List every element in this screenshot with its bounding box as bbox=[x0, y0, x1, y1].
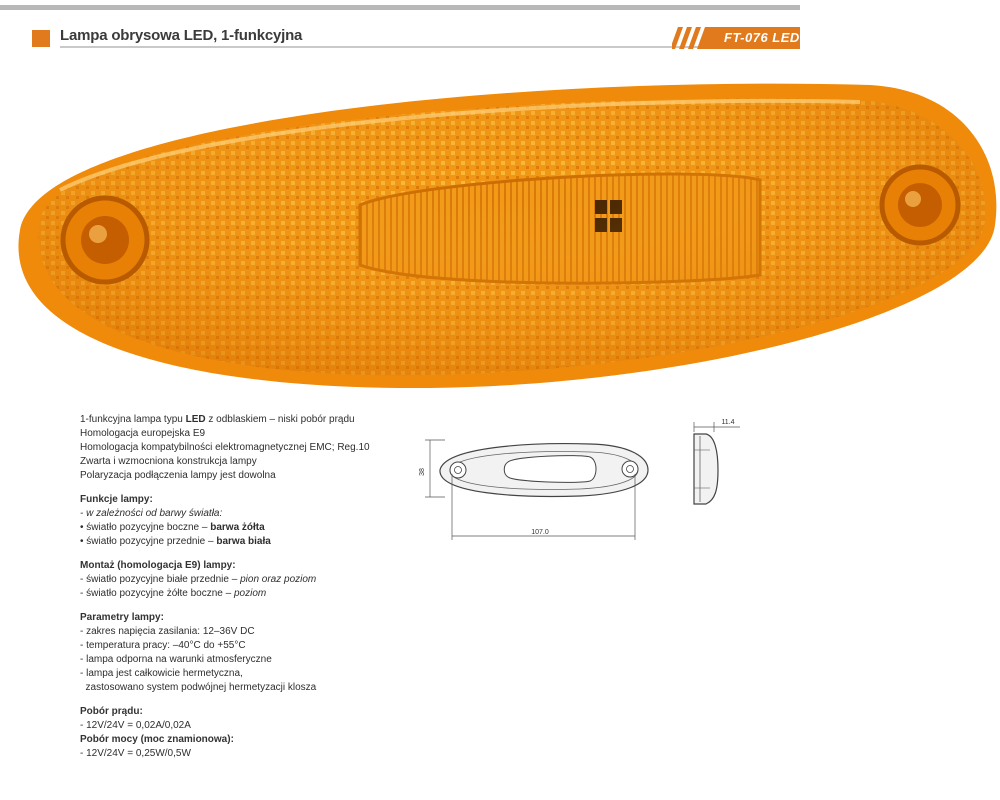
lamp-side-outline bbox=[693, 433, 719, 505]
dim-height-label: 38 bbox=[419, 468, 426, 476]
spec-text: • światło pozycyjne przednie – bbox=[80, 536, 217, 547]
title-bar: Lampa obrysowa LED, 1-funkcyjna FT-076 L… bbox=[32, 27, 800, 49]
spec-funkcje-note: - w zależności od barwy światła: bbox=[80, 508, 223, 519]
section-heading-pobor-mocy: Pobór mocy (moc znamionowa): bbox=[80, 734, 234, 745]
spec-intro-2: Homologacja europejska E9 bbox=[80, 428, 206, 439]
page-title: Lampa obrysowa LED, 1-funkcyjna bbox=[60, 27, 303, 44]
spec-pobor-1: - 12V/24V = 0,02A/0,02A bbox=[80, 720, 191, 731]
spec-montaz-1: - światło pozycyjne białe przednie – pio… bbox=[80, 573, 410, 587]
spec-parametry-3: - lampa odporna na warunki atmosferyczne bbox=[80, 654, 272, 665]
spec-list: 1-funkcyjna lampa typu LED z odblaskiem … bbox=[80, 413, 410, 761]
spec-italic: pion oraz poziom bbox=[240, 574, 317, 585]
spec-text: - światło pozycyjne żółte boczne – bbox=[80, 588, 234, 599]
spec-italic: poziom bbox=[233, 588, 267, 599]
spec-parametry-4: - lampa jest całkowicie hermetyczna, bbox=[80, 668, 243, 679]
spec-intro-4: Zwarta i wzmocniona konstrukcja lampy bbox=[80, 456, 257, 467]
section-heading-montaz: Montaż (homologacja E9) lampy: bbox=[80, 560, 236, 571]
spec-intro-1: 1-funkcyjna lampa typu LED z odblaskiem … bbox=[80, 413, 410, 427]
section-heading-parametry: Parametry lampy: bbox=[80, 612, 164, 623]
section-heading-funkcje: Funkcje lampy: bbox=[80, 494, 153, 505]
spec-text: 1-funkcyjna lampa typu bbox=[80, 414, 186, 425]
spec-pobor-2: - 12V/24V = 0,25W/0,5W bbox=[80, 748, 191, 759]
spec-funkcje-1: • światło pozycyjne boczne – barwa żółta bbox=[80, 521, 410, 535]
spec-bold: barwa biała bbox=[216, 536, 271, 547]
spec-parametry-5: zastosowano system podwójnej hermetyzacj… bbox=[80, 682, 317, 693]
spec-text: z odblaskiem – niski pobór prądu bbox=[205, 414, 355, 425]
title-underline bbox=[60, 46, 700, 48]
amber-marker-lamp-icon bbox=[18, 83, 997, 389]
spec-bold: LED bbox=[185, 414, 206, 425]
section-heading-pobor-pradu: Pobór prądu: bbox=[80, 706, 143, 717]
dim-length-label: 107.0 bbox=[531, 529, 549, 536]
spec-text: - światło pozycyjne białe przednie – bbox=[80, 574, 241, 585]
spec-text: • światło pozycyjne boczne – bbox=[80, 522, 211, 533]
top-rule bbox=[0, 5, 800, 10]
spec-montaz-2: - światło pozycyjne żółte boczne – pozio… bbox=[80, 587, 410, 601]
spec-bold: barwa żółta bbox=[210, 522, 265, 533]
product-code-tab-bg bbox=[672, 27, 800, 49]
product-code: FT-076 LED bbox=[724, 30, 800, 45]
spec-parametry-2: - temperatura pracy: –40°C do +55°C bbox=[80, 640, 246, 651]
lamp-window-outline bbox=[503, 455, 597, 483]
mount-hole-left-inner bbox=[454, 466, 462, 474]
spec-parametry-1: - zakres napięcia zasilania: 12–36V DC bbox=[80, 626, 255, 637]
spec-funkcje-2: • światło pozycyjne przednie – barwa bia… bbox=[80, 535, 410, 549]
technical-drawing: 38 107.0 11.4 bbox=[419, 419, 740, 540]
spec-intro-5: Polaryzacja podłączenia lampy jest dowol… bbox=[80, 470, 276, 481]
product-code-tab: FT-076 LED bbox=[672, 27, 800, 49]
mount-hole-right-inner bbox=[626, 465, 634, 473]
spec-intro-3: Homologacja kompatybilności elektromagne… bbox=[80, 442, 370, 453]
dim-depth-label: 11.4 bbox=[721, 419, 734, 426]
title-marker bbox=[32, 30, 50, 47]
